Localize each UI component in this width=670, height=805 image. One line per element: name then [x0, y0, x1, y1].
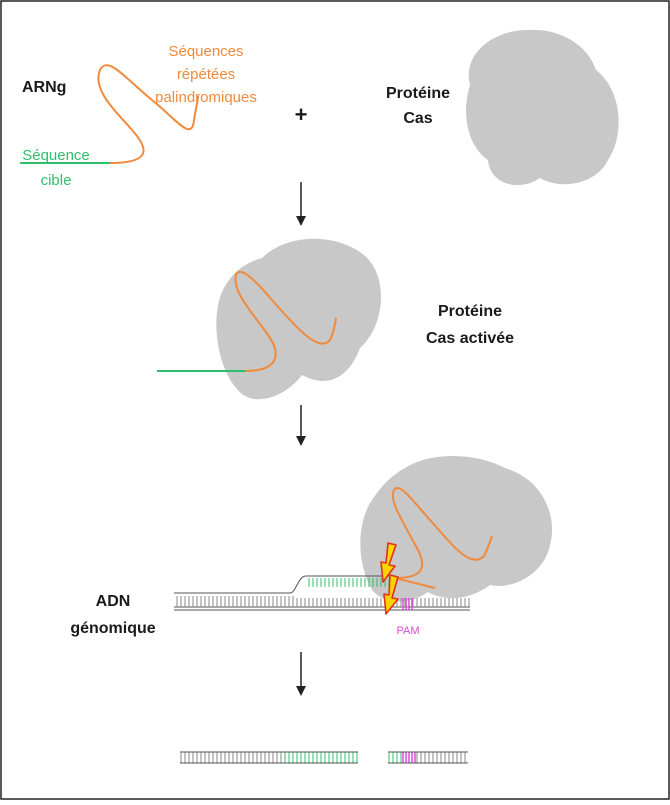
- cut-dna-left-fragment: [180, 751, 358, 764]
- activated-guide-rna: [234, 270, 337, 372]
- activee-line-2: Cas activée: [426, 330, 514, 347]
- dna-bottom-ticks: [174, 598, 470, 607]
- proteine-cas-label: Protéine Cas: [386, 85, 450, 127]
- proteine-line-1: Protéine: [386, 85, 450, 102]
- cut-arrow-bottom: [383, 574, 399, 615]
- activee-line-1: Protéine: [438, 303, 502, 320]
- proteine-line-2: Cas: [403, 110, 432, 127]
- cut-arrow-top: [380, 542, 397, 583]
- cible-line-1: Séquence: [22, 147, 90, 164]
- cible-line-2: cible: [41, 172, 72, 189]
- adn-genomique-label: ADN génomique: [70, 593, 155, 637]
- pam-label: PAM: [396, 625, 419, 637]
- sequence-cible-label: Séquence cible: [22, 147, 90, 189]
- pam-ticks: [402, 598, 414, 610]
- arrow-down-3: [296, 652, 306, 696]
- guide-rna-hairpin: [97, 64, 199, 164]
- bound-guide-tail: [394, 577, 436, 589]
- sequences-line-3: palindromiques: [155, 89, 257, 106]
- arrow-down-2: [296, 405, 306, 446]
- adn-line-2: génomique: [70, 620, 155, 637]
- dna-top-ticks-green: [308, 578, 396, 587]
- plus-sign: +: [295, 102, 308, 127]
- cas-protein-shape: [466, 29, 619, 186]
- cut-dna-right-fragment: [388, 751, 468, 764]
- cas-activated-shape: [216, 238, 382, 400]
- arng-label: ARNg: [22, 79, 66, 96]
- sequences-line-1: Séquences: [168, 43, 243, 60]
- proteine-cas-activee-label: Protéine Cas activée: [426, 303, 514, 347]
- genomic-dna: [174, 575, 470, 611]
- sequences-repetees-label: Séquences répétées palindromiques: [155, 43, 257, 106]
- bound-guide-rna: [391, 487, 493, 579]
- dna-top-strand-outline: [174, 575, 395, 594]
- cas-bound-shape: [360, 456, 553, 602]
- sequences-line-2: répétées: [177, 66, 235, 83]
- arrow-down-1: [296, 182, 306, 226]
- adn-line-1: ADN: [96, 593, 131, 610]
